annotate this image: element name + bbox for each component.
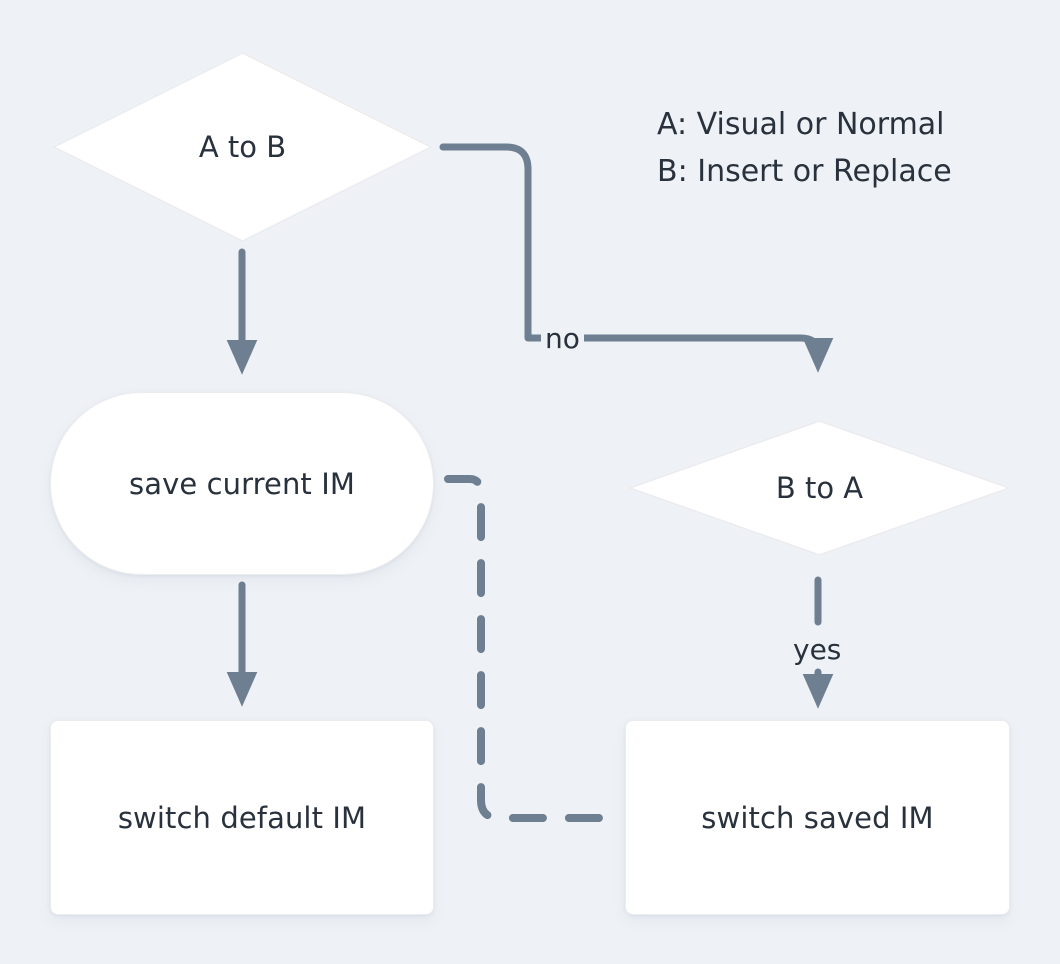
edge-label-yes: yes bbox=[789, 633, 846, 666]
node-label-switch-default-im: switch default IM bbox=[117, 800, 367, 835]
node-save-current-im[interactable]: save current IM bbox=[50, 392, 434, 575]
node-label-b-to-a: B to A bbox=[775, 471, 864, 505]
node-switch-default-im[interactable]: switch default IM bbox=[50, 720, 434, 915]
node-a-to-b[interactable]: A to B bbox=[53, 52, 432, 242]
node-b-to-a[interactable]: B to A bbox=[629, 420, 1010, 556]
legend-line-a: A: Visual or Normal bbox=[657, 107, 945, 142]
node-label-switch-saved-im: switch saved IM bbox=[701, 800, 934, 835]
node-label-a-to-b: A to B bbox=[198, 130, 287, 164]
diamond-shape-a-to-b bbox=[53, 52, 432, 242]
node-label-save-current-im: save current IM bbox=[128, 466, 355, 501]
diamond-shape-b-to-a bbox=[629, 420, 1010, 556]
node-switch-saved-im[interactable]: switch saved IM bbox=[625, 720, 1010, 915]
edge-label-no: no bbox=[541, 322, 584, 355]
legend: A: Visual or Normal B: Insert or Replace bbox=[657, 101, 952, 195]
edge-save-current-im-to-switch-saved-im-dashed bbox=[444, 475, 612, 822]
legend-line-b: B: Insert or Replace bbox=[657, 154, 952, 189]
